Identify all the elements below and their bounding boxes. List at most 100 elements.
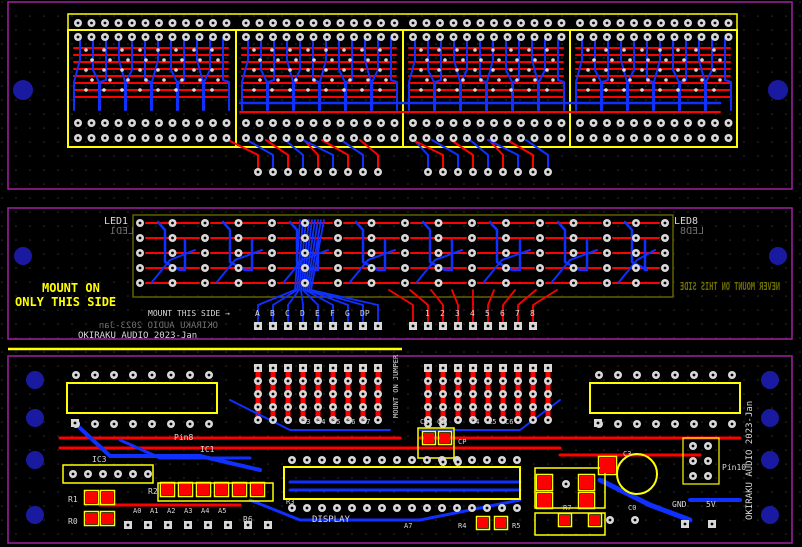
pad-hole bbox=[144, 35, 147, 39]
pad-hole bbox=[470, 458, 474, 462]
cap-label: C3 bbox=[623, 450, 631, 458]
trace bbox=[413, 139, 429, 173]
pad-hole bbox=[171, 221, 174, 225]
pad-hole bbox=[270, 221, 274, 225]
pad-hole bbox=[352, 121, 356, 125]
pad-hole bbox=[646, 121, 649, 125]
pad-hole bbox=[112, 422, 116, 426]
pad-hole bbox=[592, 21, 595, 25]
mounting-holes bbox=[13, 80, 788, 524]
smd-outline bbox=[535, 473, 554, 492]
pad-hole bbox=[605, 21, 609, 25]
analog-label: A1 bbox=[150, 507, 158, 515]
trace bbox=[304, 219, 334, 327]
via bbox=[443, 78, 447, 82]
via bbox=[330, 78, 334, 82]
pad-hole bbox=[486, 418, 490, 422]
pad-hole bbox=[298, 35, 302, 39]
via bbox=[348, 58, 352, 62]
pad-hole bbox=[564, 482, 568, 486]
via bbox=[640, 48, 644, 52]
pad-hole bbox=[403, 266, 407, 270]
pad-hole bbox=[546, 379, 550, 383]
pad-hole bbox=[211, 121, 215, 125]
pad-hole bbox=[471, 324, 475, 328]
pad-hole bbox=[301, 366, 305, 370]
pad-hole bbox=[203, 251, 207, 255]
pad-hole bbox=[578, 35, 582, 39]
pad-hole bbox=[486, 170, 490, 174]
pad-hole bbox=[256, 366, 260, 370]
pad-hole bbox=[246, 523, 250, 527]
pad-hole bbox=[663, 251, 667, 255]
pad-hole bbox=[366, 35, 369, 39]
trace bbox=[257, 219, 301, 327]
via bbox=[288, 68, 292, 72]
pad-hole bbox=[501, 418, 505, 422]
via bbox=[712, 48, 716, 52]
via bbox=[144, 58, 148, 62]
cap-label: C0 bbox=[628, 504, 636, 512]
pad-hole bbox=[501, 170, 505, 174]
pad-hole bbox=[365, 458, 369, 462]
via bbox=[360, 88, 364, 92]
smd-pad bbox=[86, 513, 97, 524]
via bbox=[676, 48, 680, 52]
mount-note-line2: ONLY THIS SIDE bbox=[15, 295, 116, 309]
pad-hole bbox=[361, 170, 365, 174]
via bbox=[491, 88, 495, 92]
pad-hole bbox=[605, 281, 609, 285]
trace bbox=[349, 249, 396, 283]
pad-hole bbox=[116, 472, 120, 476]
pad-hole bbox=[572, 251, 575, 255]
trace bbox=[409, 289, 429, 327]
pad-hole bbox=[301, 418, 305, 422]
pad-hole bbox=[533, 35, 536, 39]
pad-hole bbox=[206, 523, 210, 527]
pad-hole bbox=[346, 170, 350, 174]
via bbox=[138, 48, 142, 52]
pad-hole bbox=[506, 35, 509, 39]
via bbox=[324, 48, 328, 52]
pad-hole bbox=[437, 251, 440, 255]
pad-hole bbox=[560, 136, 563, 140]
cap-label: C4 bbox=[471, 418, 479, 426]
pad-hole bbox=[271, 21, 275, 25]
trace bbox=[390, 37, 398, 111]
pad-hole bbox=[560, 21, 563, 25]
pad-hole bbox=[713, 136, 717, 140]
trace bbox=[241, 37, 249, 111]
via bbox=[366, 58, 370, 62]
pad-hole bbox=[578, 21, 582, 25]
pad-hole bbox=[244, 136, 248, 140]
via bbox=[378, 48, 382, 52]
trace bbox=[487, 289, 495, 327]
pad-hole bbox=[659, 35, 663, 39]
via bbox=[162, 58, 166, 62]
pad-hole bbox=[316, 366, 320, 370]
via bbox=[437, 68, 441, 72]
pad-hole bbox=[706, 444, 710, 448]
pad-hole bbox=[538, 266, 542, 270]
pad-hole bbox=[663, 236, 667, 240]
pad-hole bbox=[426, 170, 430, 174]
pad-hole bbox=[376, 324, 380, 328]
pad-hole bbox=[146, 523, 150, 527]
pad-hole bbox=[266, 523, 270, 527]
pad-hole bbox=[130, 21, 134, 25]
pad-hole bbox=[271, 379, 275, 383]
pad-hole bbox=[578, 136, 582, 140]
via bbox=[551, 78, 555, 82]
pad-hole bbox=[258, 21, 261, 25]
pad-hole bbox=[531, 366, 535, 370]
pad-hole bbox=[184, 21, 188, 25]
pad-hole bbox=[320, 458, 324, 462]
via bbox=[622, 88, 626, 92]
pad-hole bbox=[76, 136, 80, 140]
via bbox=[610, 78, 614, 82]
pad-hole bbox=[492, 21, 496, 25]
pad-hole bbox=[632, 121, 636, 125]
trace bbox=[412, 139, 444, 173]
pad-hole bbox=[504, 251, 508, 255]
trace bbox=[627, 37, 635, 111]
